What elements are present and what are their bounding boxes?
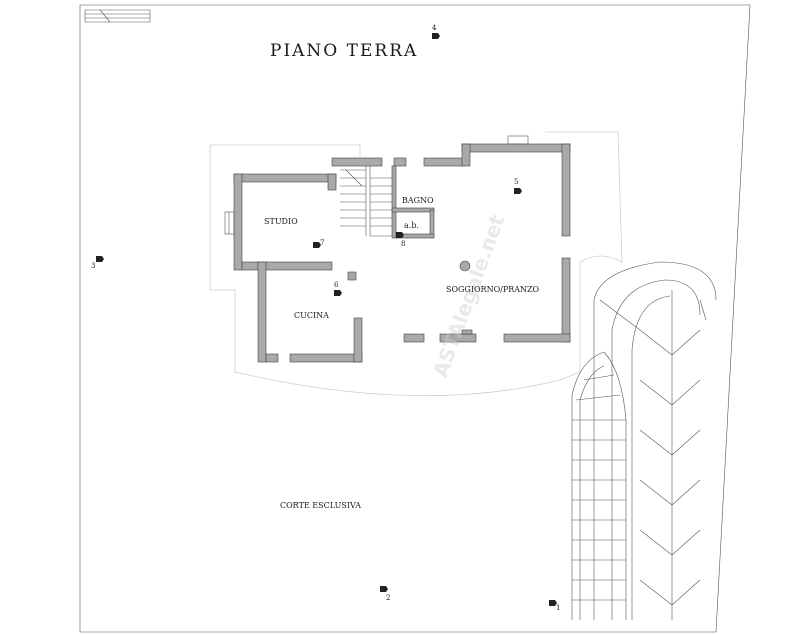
photo-point-label: 5 <box>514 178 518 186</box>
watermark: ASTAlegale.net <box>428 211 509 380</box>
terrace-outline <box>209 131 623 397</box>
photo-point-label: 6 <box>334 281 339 289</box>
camera-icon <box>432 33 440 39</box>
camera-icon <box>380 586 388 592</box>
photo-point-8: 8 <box>396 232 405 248</box>
photo-point-2: 2 <box>380 586 390 602</box>
internal-stairs <box>340 166 392 237</box>
property-boundary <box>79 4 751 633</box>
photo-point-label: 3 <box>91 262 95 270</box>
photo-point-7: 7 <box>313 239 324 248</box>
photo-point-3: 3 <box>91 256 104 270</box>
photo-point-label: 2 <box>386 594 390 602</box>
room-label-bagno: BAGNO <box>402 196 434 205</box>
boundary-stair-hatch <box>84 9 151 23</box>
room-label-ab: a.b. <box>404 221 419 230</box>
photo-point-label: 1 <box>556 604 560 612</box>
room-label-soggiorno: SOGGIORNO/PRANZO <box>446 285 540 294</box>
camera-icon <box>96 256 104 262</box>
column <box>459 260 471 272</box>
external-stairs <box>571 351 627 620</box>
area-label-corte: CORTE ESCLUSIVA <box>280 501 361 510</box>
room-label-cucina: CUCINA <box>294 311 329 320</box>
camera-icon <box>334 290 342 296</box>
camera-icon <box>514 188 522 194</box>
camera-icon <box>313 242 321 248</box>
photo-point-5: 5 <box>514 178 522 194</box>
photo-point-label: 4 <box>432 24 437 32</box>
camera-icon <box>396 232 404 238</box>
room-label-studio: STUDIO <box>264 217 298 226</box>
plan-title: PIANO TERRA <box>270 41 418 61</box>
photo-point-4: 4 <box>432 24 440 39</box>
photo-point-label: 7 <box>320 239 324 247</box>
photo-point-label: 8 <box>401 240 405 248</box>
photo-point-6: 6 <box>334 281 342 296</box>
driveway-ramp <box>593 261 717 620</box>
house-walls <box>224 135 571 363</box>
camera-icon <box>549 600 557 606</box>
photo-point-1: 1 <box>549 600 560 612</box>
